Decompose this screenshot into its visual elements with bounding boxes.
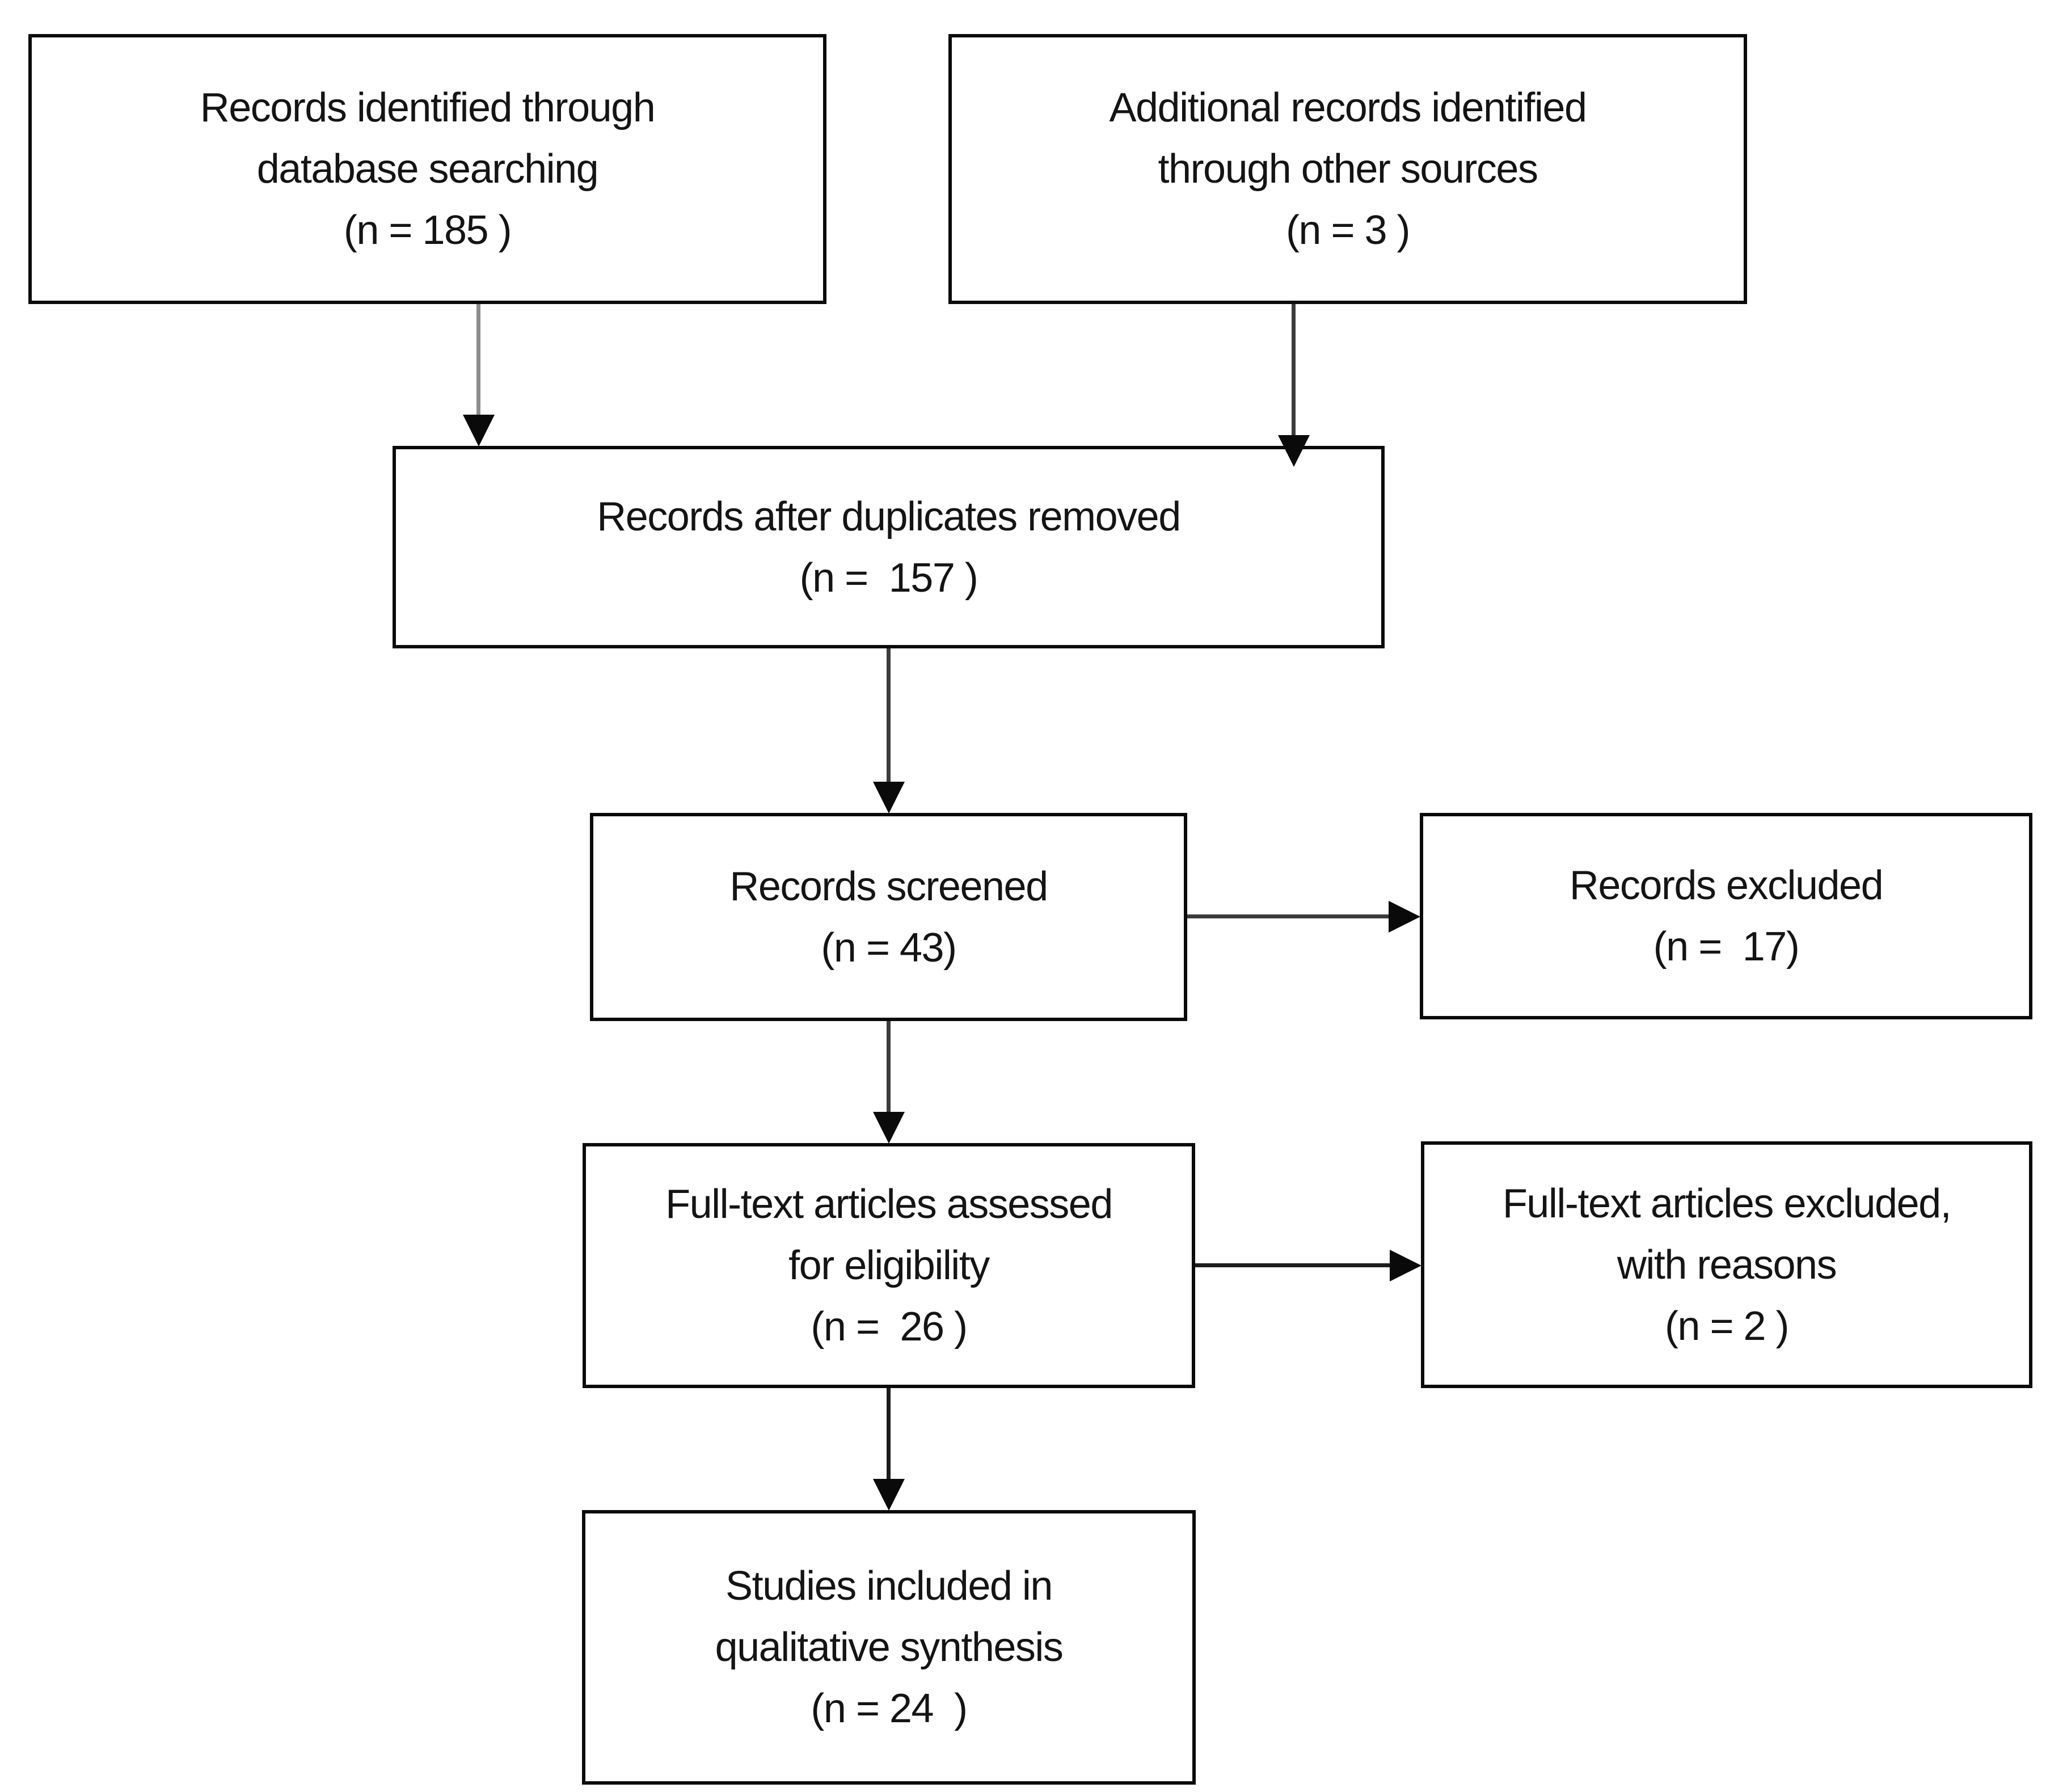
node-records-excluded: Records excluded (n = 17) bbox=[1420, 813, 2032, 1019]
arrow-head-down-icon bbox=[873, 782, 905, 813]
arrow-head-right-icon bbox=[1389, 901, 1420, 933]
arrow-line-duplicates-to-screened bbox=[887, 648, 891, 782]
node-records-identified-label: Records identified through database sear… bbox=[200, 85, 656, 253]
arrow-line-fulltext-to-excluded bbox=[1195, 1263, 1390, 1267]
node-fulltext-excluded: Full-text articles excluded, with reason… bbox=[1421, 1141, 2032, 1388]
arrow-head-down-icon bbox=[463, 415, 495, 446]
arrow-head-down-icon bbox=[873, 1479, 905, 1511]
node-fulltext-excluded-label: Full-text articles excluded, with reason… bbox=[1502, 1180, 1952, 1349]
node-records-excluded-label: Records excluded (n = 17) bbox=[1569, 863, 1884, 969]
node-fulltext-assessed-label: Full-text articles assessed for eligibil… bbox=[665, 1182, 1113, 1350]
node-duplicates-removed: Records after duplicates removed (n = 15… bbox=[393, 446, 1385, 648]
arrow-head-down-icon bbox=[1278, 435, 1310, 467]
node-additional-records: Additional records identified through ot… bbox=[948, 34, 1747, 304]
node-records-screened: Records screened (n = 43) bbox=[590, 813, 1187, 1021]
node-studies-included-label: Studies included in qualitative synthesi… bbox=[715, 1563, 1064, 1731]
node-studies-included: Studies included in qualitative synthesi… bbox=[582, 1510, 1196, 1785]
node-fulltext-assessed: Full-text articles assessed for eligibil… bbox=[583, 1143, 1195, 1388]
node-duplicates-removed-label: Records after duplicates removed (n = 15… bbox=[597, 494, 1181, 601]
node-records-identified: Records identified through database sear… bbox=[28, 34, 826, 304]
arrow-head-right-icon bbox=[1390, 1250, 1421, 1281]
node-additional-records-label: Additional records identified through ot… bbox=[1109, 85, 1587, 253]
arrow-line-screened-to-excluded bbox=[1187, 914, 1389, 918]
arrow-line-additional-to-duplicates bbox=[1292, 304, 1296, 436]
arrow-line-fulltext-to-included bbox=[887, 1388, 891, 1479]
arrow-line-screened-to-fulltext bbox=[887, 1021, 891, 1112]
arrow-head-down-icon bbox=[873, 1112, 905, 1144]
arrow-line-identified-to-duplicates bbox=[476, 304, 480, 415]
node-records-screened-label: Records screened (n = 43) bbox=[729, 863, 1048, 971]
